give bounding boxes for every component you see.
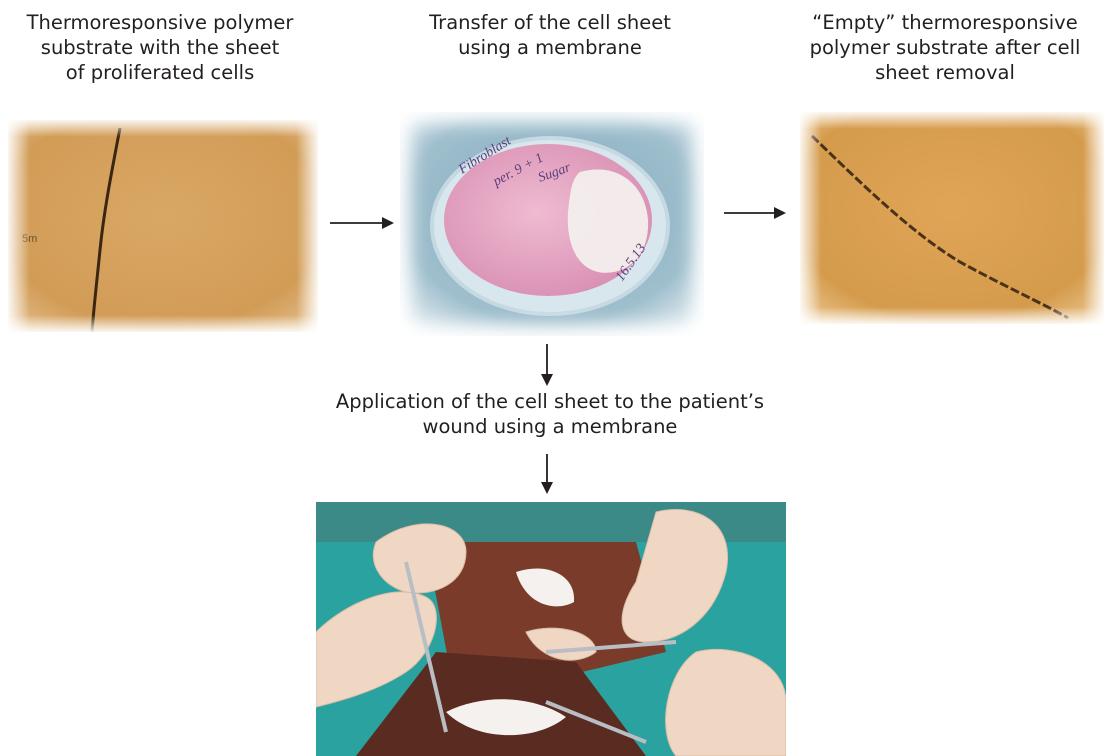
substrate-with-sheet-image: 5m [8, 120, 318, 332]
arrow-right-2 [722, 206, 786, 220]
caption-application: Application of the cell sheet to the pat… [300, 389, 800, 439]
arrow-down-2 [540, 454, 554, 494]
petri-dish-photo: Fibroblast per. 9 + 1 Sugar 16.5.13 [400, 112, 704, 336]
caption-transfer: Transfer of the cell sheet using a membr… [400, 10, 700, 60]
petri-dish-image: Fibroblast per. 9 + 1 Sugar 16.5.13 [400, 112, 704, 336]
wound-application-image [316, 502, 786, 756]
substrate-micrograph: 5m [8, 120, 318, 332]
arrow-right-1 [328, 216, 394, 230]
surgical-photo [316, 502, 786, 756]
empty-substrate-image [800, 112, 1104, 324]
caption-empty-substrate: “Empty” thermoresponsive polymer substra… [790, 10, 1100, 85]
empty-substrate-micrograph [800, 112, 1104, 324]
caption-substrate-with-sheet: Thermoresponsive polymer substrate with … [0, 10, 320, 85]
arrow-down-1 [540, 344, 554, 386]
